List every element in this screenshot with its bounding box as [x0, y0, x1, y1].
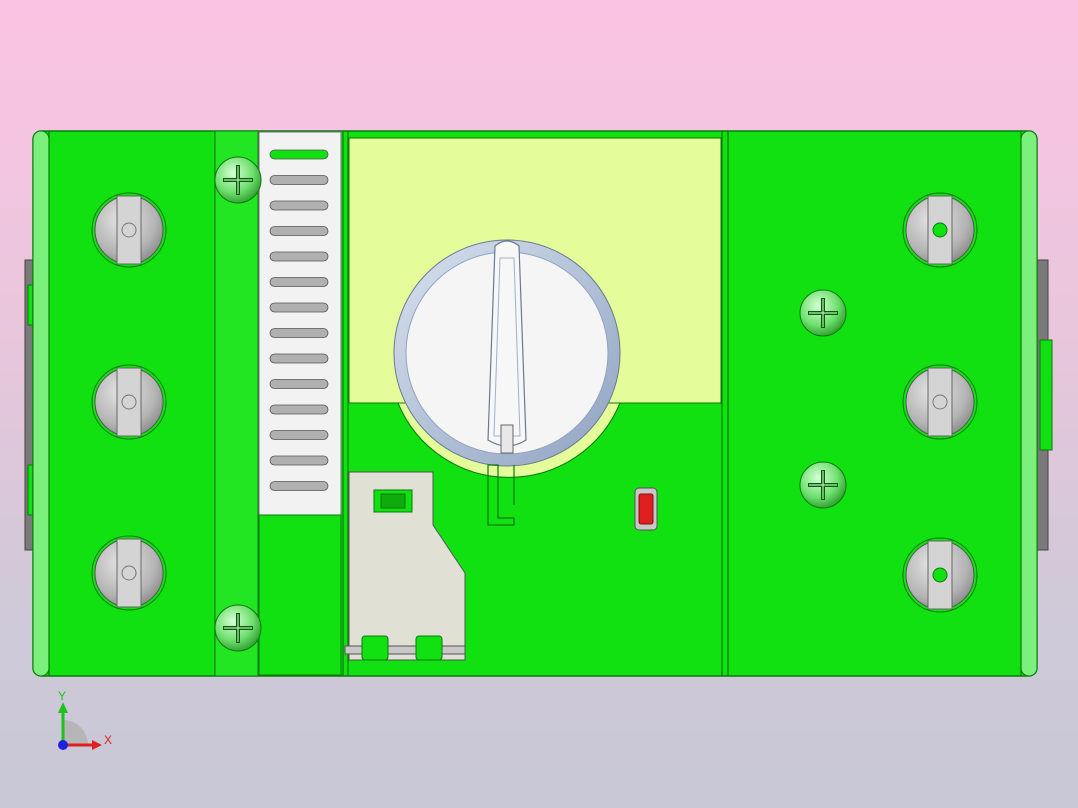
- screw-strip: [214, 130, 259, 677]
- latch-hinge: [344, 635, 466, 661]
- vent-slot: [269, 251, 329, 262]
- knob-stem: [487, 464, 515, 526]
- selector-knob[interactable]: [393, 239, 621, 467]
- vent-slot: [269, 481, 329, 491]
- vent-slot: [269, 404, 329, 415]
- vent-slot: [269, 302, 329, 313]
- terminal-screw: [91, 192, 167, 268]
- housing-left-edge: [32, 130, 50, 677]
- phillips-screw: [214, 604, 262, 652]
- x-axis-label: X: [104, 733, 112, 747]
- phillips-screw: [799, 289, 847, 337]
- knob-pointer: [487, 240, 527, 447]
- terminal-screw: [902, 364, 978, 440]
- terminal-screw: [91, 535, 167, 611]
- terminal-screw: [91, 364, 167, 440]
- phillips-screws: [214, 156, 847, 652]
- vent-slot: [269, 328, 329, 338]
- vent-slot: [269, 226, 329, 236]
- terminal-screws: [91, 192, 978, 613]
- vent-slot: [269, 149, 329, 160]
- red-led-indicator: [634, 487, 658, 531]
- vent-slot: [269, 200, 329, 211]
- vent-slot: [269, 277, 329, 287]
- vent-slot: [269, 455, 329, 466]
- vent-lower-panel: [258, 514, 342, 676]
- phillips-screw: [799, 461, 847, 509]
- vent-slot: [269, 353, 329, 364]
- vent-slots: [269, 149, 329, 491]
- vent-panel: [258, 131, 342, 526]
- terminal-screw: [902, 192, 978, 268]
- terminal-screw: [902, 537, 978, 613]
- coordinate-triad: Y X: [58, 689, 112, 750]
- y-axis-label: Y: [58, 689, 66, 703]
- right-side-rail: [1035, 259, 1053, 551]
- vent-slot: [269, 379, 329, 389]
- latch-plate: [348, 471, 466, 661]
- housing-right-edge: [1020, 130, 1038, 677]
- vent-slot: [269, 175, 329, 185]
- phillips-screw: [214, 156, 262, 204]
- vent-slot: [269, 430, 329, 440]
